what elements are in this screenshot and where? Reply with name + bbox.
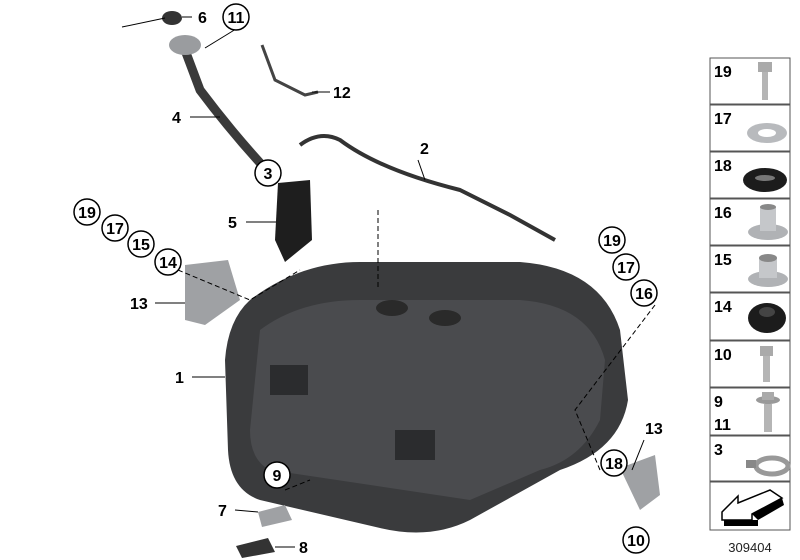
svg-text:19: 19 (603, 233, 621, 250)
svg-text:13: 13 (130, 296, 148, 313)
callout-7[interactable]: 7 (218, 503, 227, 520)
callout-17-right[interactable]: 17 (612, 253, 640, 281)
svg-text:13: 13 (645, 421, 663, 438)
svg-text:15: 15 (714, 252, 732, 269)
filler-neck[interactable] (162, 11, 266, 169)
svg-text:12: 12 (333, 85, 351, 102)
callout-9[interactable]: 9 (263, 461, 291, 489)
callout-6[interactable]: 6 (198, 10, 207, 27)
callout-16-right[interactable]: 16 (630, 279, 658, 307)
direction-arrow-icon (721, 489, 784, 526)
svg-text:3: 3 (264, 166, 273, 183)
callout-13-left[interactable]: 13 (130, 296, 148, 313)
legend-item-18[interactable]: 18 (709, 151, 791, 199)
svg-text:17: 17 (714, 111, 732, 128)
callout-5[interactable]: 5 (228, 215, 237, 232)
oval-grommet-icon (743, 168, 787, 192)
callout-11[interactable]: 11 (222, 3, 250, 31)
legend-item-3[interactable]: 3 (709, 435, 791, 482)
bracket-left[interactable] (185, 260, 240, 325)
svg-text:14: 14 (714, 299, 732, 316)
vent-line[interactable] (260, 44, 319, 97)
svg-text:18: 18 (714, 158, 732, 175)
svg-text:17: 17 (106, 221, 124, 238)
bolt-icon (758, 62, 772, 100)
callout-10[interactable]: 10 (622, 526, 650, 554)
svg-text:15: 15 (132, 237, 150, 254)
flanged-bushing-icon (748, 254, 788, 287)
svg-text:16: 16 (714, 205, 732, 222)
svg-text:14: 14 (159, 255, 177, 272)
callout-12[interactable]: 12 (333, 85, 351, 102)
pad-7[interactable] (258, 505, 292, 527)
flanged-bushing-icon (748, 204, 788, 240)
callout-17-left[interactable]: 17 (101, 214, 129, 242)
svg-text:10: 10 (714, 347, 732, 364)
svg-text:19: 19 (714, 64, 732, 81)
callout-4[interactable]: 4 (172, 110, 181, 127)
callout-14-left[interactable]: 14 (154, 248, 182, 276)
callout-15-left[interactable]: 15 (127, 230, 155, 258)
bracket-right[interactable] (620, 455, 660, 510)
washer-icon (747, 123, 787, 143)
filler-gasket[interactable] (275, 180, 312, 262)
callout-3[interactable]: 3 (254, 159, 282, 187)
legend-item-direction[interactable] (709, 481, 791, 531)
callout-8[interactable]: 8 (299, 540, 308, 557)
breather-hose[interactable] (298, 134, 556, 242)
svg-text:17: 17 (617, 260, 635, 277)
reference-number: 309404 (728, 540, 771, 555)
svg-text:6: 6 (198, 10, 207, 27)
svg-text:19: 19 (78, 205, 96, 222)
callout-19-left[interactable]: 19 (73, 198, 101, 226)
svg-text:10: 10 (627, 533, 645, 550)
svg-text:2: 2 (420, 141, 429, 158)
leader-lines (121, 16, 656, 548)
svg-text:8: 8 (299, 540, 308, 557)
svg-text:9: 9 (714, 394, 723, 411)
legend-item-17[interactable]: 17 (709, 104, 791, 152)
svg-text:11: 11 (228, 10, 245, 27)
svg-text:5: 5 (228, 215, 237, 232)
svg-text:4: 4 (172, 110, 181, 127)
callout-1[interactable]: 1 (175, 370, 184, 387)
hose-clamp-icon (746, 455, 791, 477)
svg-text:18: 18 (605, 456, 623, 473)
callout-19-right[interactable]: 19 (598, 226, 626, 254)
svg-text:11: 11 (714, 417, 731, 434)
collar-bolt-icon (756, 392, 780, 432)
legend-item-9-11[interactable]: 911 (709, 387, 791, 436)
svg-text:16: 16 (635, 286, 653, 303)
legend-item-19[interactable]: 19 (709, 57, 791, 105)
callout-13-right[interactable]: 13 (645, 421, 663, 438)
legend-item-14[interactable]: 14 (709, 292, 791, 341)
legend-item-15[interactable]: 15 (709, 245, 791, 293)
callout-18[interactable]: 18 (600, 449, 628, 477)
bolt-icon (760, 346, 773, 382)
svg-text:9: 9 (273, 468, 282, 485)
legend-item-10[interactable]: 10 (709, 340, 791, 388)
legend-item-16[interactable]: 16 (709, 198, 791, 246)
rubber-grommet-icon (748, 303, 786, 333)
svg-text:1: 1 (175, 370, 184, 387)
parts-legend: 19 17 18 16 15 14 10 911 3 309404 (709, 57, 791, 555)
fuel-tank[interactable] (225, 262, 628, 533)
svg-text:3: 3 (714, 442, 723, 459)
svg-text:7: 7 (218, 503, 227, 520)
pad-8[interactable] (236, 538, 275, 558)
callout-2[interactable]: 2 (420, 141, 429, 158)
